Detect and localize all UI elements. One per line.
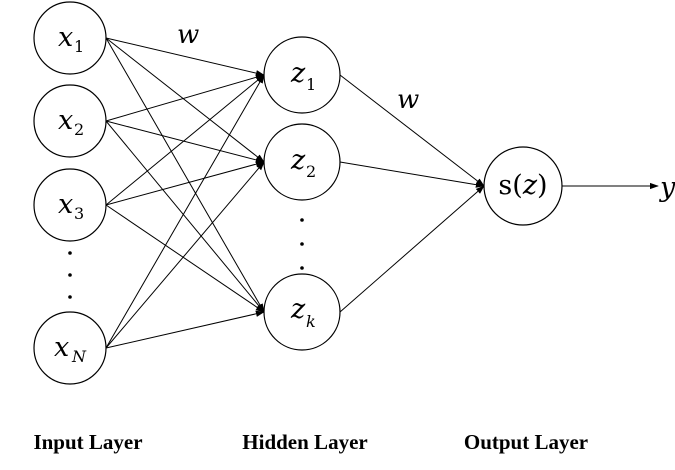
hidden-node-subscript: k [306, 312, 316, 331]
edge-x3-z1 [105, 74, 265, 206]
output-variable-y: y [659, 172, 675, 203]
input-node-label: x [58, 105, 73, 136]
connections [105, 37, 485, 349]
edge-x2-zk [105, 120, 265, 313]
hidden-node-zk: z k [263, 273, 341, 351]
svg-text:x: x [58, 22, 73, 53]
edge-z2-output [339, 161, 485, 188]
weight-label-input-hidden: w [177, 20, 199, 50]
hidden-node-z1: z 1 [263, 36, 341, 114]
hidden-node-label: z [290, 145, 306, 176]
output-node-label: s(z) [498, 170, 547, 201]
input-node-label: x [58, 22, 73, 53]
input-node-x1: x 1 [33, 1, 107, 75]
input-node-subscript: N [71, 347, 87, 366]
layer-label-hidden: Hidden Layer [242, 430, 367, 454]
input-node-label: x [54, 332, 69, 363]
edge-zk-output [339, 185, 485, 313]
output-node: s(z) [483, 146, 563, 226]
edge-x2-z1 [105, 74, 265, 122]
edge-z1-output [339, 74, 485, 187]
input-node-subscript: 2 [74, 120, 84, 139]
input-node-x2: x 2 [33, 84, 107, 158]
hidden-node-z2: z 2 [263, 123, 341, 201]
edge-x1-zk [105, 37, 265, 313]
layer-label-output: Output Layer [464, 430, 588, 454]
input-node-xN: x N [33, 311, 107, 385]
input-node-label: x [58, 189, 73, 220]
edge-xN-z1 [105, 74, 265, 349]
input-node-subscript: 3 [74, 204, 84, 223]
edge-x2-z2 [105, 120, 265, 164]
input-node-x3: x 3 [33, 168, 107, 242]
hidden-node-subscript: 1 [306, 75, 316, 94]
edge-x1-z1 [105, 37, 265, 77]
edge-xN-zk [105, 310, 265, 349]
edge-x3-zk [105, 204, 265, 313]
layer-label-input: Input Layer [33, 430, 142, 454]
hidden-node-subscript: 2 [306, 162, 316, 181]
hidden-node-label: z [290, 294, 306, 325]
hidden-ellipsis [300, 218, 304, 270]
hidden-node-label: z [290, 58, 306, 89]
edge-x3-z2 [105, 161, 265, 206]
weight-label-hidden-output: w [397, 85, 419, 115]
input-node-subscript: 1 [74, 37, 84, 56]
edge-x1-z2 [105, 37, 265, 163]
input-ellipsis [68, 251, 72, 299]
edge-xN-z2 [105, 161, 265, 349]
